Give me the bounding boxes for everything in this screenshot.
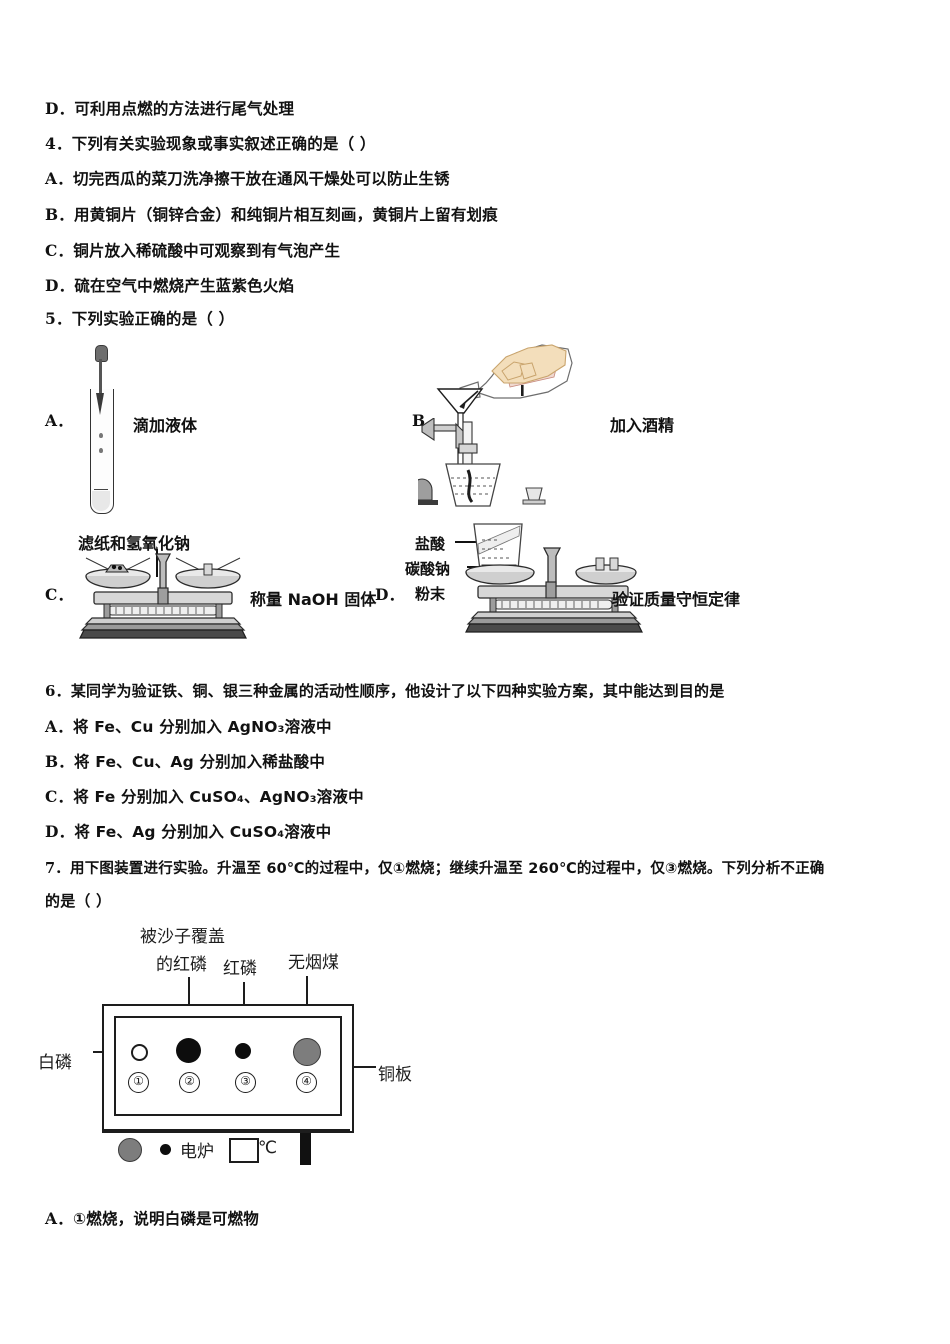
sample-number-4: ④	[296, 1072, 317, 1093]
balance-scale-svg	[79, 553, 247, 639]
q5-figure-a-dropper-test-tube	[80, 345, 140, 514]
label-red-phosphorus: 红磷	[223, 959, 257, 979]
q5-option-c-leader-line	[156, 549, 158, 577]
question-number: 6．	[45, 682, 71, 700]
furnace-switch-bar	[300, 1133, 311, 1165]
dropper-stem-icon	[99, 359, 102, 395]
label-temperature-unit: ℃	[258, 1138, 278, 1158]
liquid-surface-line	[94, 489, 108, 491]
q6-option-b: B．将 Fe、Cu、Ag 分别加入稀盐酸中	[45, 751, 325, 773]
option-letter: C．	[45, 241, 74, 260]
sample-number-3: ③	[235, 1072, 256, 1093]
q5-figure-b-pour-alcohol	[420, 335, 600, 505]
option-text: 铜片放入稀硫酸中可观察到有气泡产生	[73, 242, 341, 260]
option-letter: B．	[45, 205, 75, 224]
q6-option-a: A．将 Fe、Cu 分别加入 AgNO₃溶液中	[45, 716, 332, 738]
q5-option-c-annotation: 滤纸和氢氧化钠	[78, 534, 191, 553]
sample-dot-4-anthracite	[293, 1038, 321, 1066]
q5-option-d-letter-wrap: D．	[375, 584, 404, 606]
q5-option-a-letter-wrap: A．	[45, 410, 73, 432]
q5-option-c-caption: 称量 NaOH 固体	[250, 590, 377, 609]
sample-dot-3-red-phosphorus	[235, 1043, 251, 1059]
droplet-icon	[99, 433, 103, 438]
sample-number-1: ①	[128, 1072, 149, 1093]
option-text: 将 Fe 分别加入 CuSO₄、AgNO₃溶液中	[73, 788, 364, 806]
sample-dot-2-sand-covered-red-phosphorus	[176, 1038, 201, 1063]
q5-option-d-annotation-3: 粉末	[415, 585, 446, 603]
label-anthracite: 无烟煤	[288, 953, 339, 973]
option-letter: C．	[45, 787, 74, 806]
option-letter: B．	[45, 752, 75, 771]
pouring-bottle-svg	[436, 344, 573, 466]
option-letter: A．	[45, 169, 73, 188]
option-letter: A．	[45, 411, 73, 430]
q6-option-c: C．将 Fe 分别加入 CuSO₄、AgNO₃溶液中	[45, 786, 364, 808]
balance-mass-conservation-svg	[465, 523, 643, 633]
label-electric-furnace: 电炉	[180, 1142, 214, 1162]
option-text: 硫在空气中燃烧产生蓝紫色火焰	[74, 277, 295, 295]
question-stem-text: 用下图装置进行实验。升温至 60℃的过程中，仅①燃烧；继续升温至 260℃的过程…	[70, 861, 825, 877]
question-stem-continuation: 的是（ ）	[45, 892, 112, 910]
q4-option-d: D．硫在空气中燃烧产生蓝紫色火焰	[45, 275, 294, 297]
q5-option-d-annotation-1: 盐酸	[415, 535, 446, 553]
q5-figure-d-balance	[460, 522, 650, 642]
option-text: 可利用点燃的方法进行尾气处理	[74, 100, 295, 118]
option-text: 切完西瓜的菜刀洗净擦干放在通风干燥处可以防止生锈	[72, 170, 450, 188]
label-sand-covered-red-phosphorus-line2: 的红磷	[156, 955, 207, 975]
q7-stem-line1: 7．用下图装置进行实验。升温至 60℃的过程中，仅①燃烧；继续升温至 260℃的…	[45, 858, 825, 880]
option-letter: C．	[45, 585, 74, 604]
question-number: 5．	[45, 309, 72, 328]
q7-stem-line2: 的是（ ）	[45, 890, 111, 912]
q5-figure-b-stand-beaker	[406, 416, 598, 510]
q5-option-d-caption: 验证质量守恒定律	[612, 590, 741, 609]
q5-option-d-annotation-2: 碳酸钠	[405, 560, 451, 578]
label-white-phosphorus: 白磷	[38, 1053, 72, 1073]
q5-option-b-caption: 加入酒精	[610, 416, 675, 435]
option-text: ①燃烧，说明白磷是可燃物	[72, 1210, 259, 1228]
option-letter: A．	[45, 1209, 73, 1228]
q6-stem: 6．某同学为验证铁、铜、银三种金属的活动性顺序，他设计了以下四种实验方案，其中能…	[45, 680, 724, 702]
furnace-indicator-gray	[118, 1138, 142, 1162]
q7-figure-copper-plate-apparatus: 被沙子覆盖 的红磷 红磷 无烟煤 白磷 铜板 ① ② ③ ④ 电炉 ℃	[30, 920, 470, 1175]
q5-option-d-leader-line-1	[455, 541, 481, 543]
q3-option-d: D．可利用点燃的方法进行尾气处理	[45, 98, 294, 120]
copper-plate-box	[114, 1016, 342, 1116]
stand-and-flask-svg	[406, 416, 546, 507]
option-letter: A．	[45, 717, 73, 736]
option-text: 将 Fe、Cu、Ag 分别加入稀盐酸中	[74, 753, 326, 771]
furnace-divider	[102, 1129, 350, 1132]
option-letter: D．	[375, 585, 405, 604]
option-text: 将 Fe、Cu 分别加入 AgNO₃溶液中	[72, 718, 332, 736]
option-letter: D．	[45, 822, 75, 841]
q5-stem: 5．下列实验正确的是（ ）	[45, 308, 234, 330]
test-tube-liquid	[92, 491, 110, 511]
question-number: 4．	[45, 134, 72, 153]
sample-dot-1-white-phosphorus	[131, 1044, 148, 1061]
option-text: 用黄铜片（铜锌合金）和纯铜片相互刻画，黄铜片上留有划痕	[74, 206, 498, 224]
q7-option-a: A．①燃烧，说明白磷是可燃物	[45, 1208, 259, 1230]
q5-option-a-caption: 滴加液体	[133, 416, 198, 435]
q4-option-b: B．用黄铜片（铜锌合金）和纯铜片相互刻画，黄铜片上留有划痕	[45, 204, 498, 226]
question-number: 7．	[45, 860, 70, 877]
label-copper-plate: 铜板	[378, 1065, 412, 1085]
droplet-icon	[99, 448, 103, 453]
sample-number-2: ②	[179, 1072, 200, 1093]
label-sand-covered-red-phosphorus-line1: 被沙子覆盖	[140, 927, 225, 947]
furnace-indicator-black	[160, 1144, 171, 1155]
question-stem-text: 某同学为验证铁、铜、银三种金属的活动性顺序，他设计了以下四种实验方案，其中能达到…	[70, 682, 725, 700]
furnace-display-box	[229, 1138, 259, 1163]
question-stem-text: 下列有关实验现象或事实叙述正确的是（ ）	[71, 135, 376, 153]
q4-option-a: A．切完西瓜的菜刀洗净擦干放在通风干燥处可以防止生锈	[45, 168, 450, 190]
q6-option-d: D．将 Fe、Ag 分别加入 CuSO₄溶液中	[45, 821, 331, 843]
q4-stem: 4．下列有关实验现象或事实叙述正确的是（ ）	[45, 133, 376, 155]
option-text: 将 Fe、Ag 分别加入 CuSO₄溶液中	[74, 823, 332, 841]
q5-figure-c-balance	[78, 552, 248, 642]
option-letter: D．	[45, 276, 75, 295]
q4-option-c: C．铜片放入稀硫酸中可观察到有气泡产生	[45, 240, 340, 262]
question-stem-text: 下列实验正确的是（ ）	[71, 310, 235, 328]
option-letter: D．	[45, 99, 75, 118]
q5-option-c-letter-wrap: C．	[45, 584, 73, 606]
dropper-tip-icon	[96, 393, 104, 415]
